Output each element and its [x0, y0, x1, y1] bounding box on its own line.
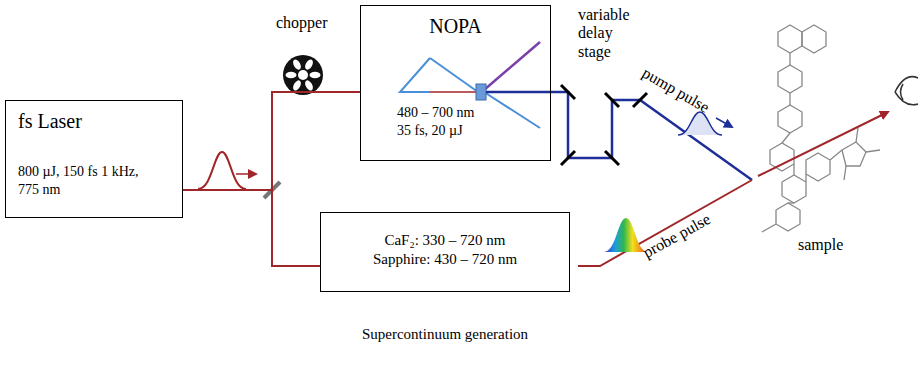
probe-beam [578, 180, 752, 266]
laser-pulse [198, 152, 246, 189]
detector-eye [895, 77, 918, 105]
component-title: fs Laser [18, 109, 82, 134]
nopa-seed-beam [400, 58, 430, 92]
laser-beam [183, 190, 320, 266]
component-label: pump pulse [639, 64, 712, 117]
component-title: CaF₂: 330 – 720 nm Sapphire: 430 – 720 n… [355, 231, 535, 269]
nopa-crystal [476, 84, 486, 100]
component-box: CaF₂: 330 – 720 nm Sapphire: 430 – 720 n… [320, 212, 570, 292]
chopper-wheel [283, 55, 323, 95]
component-box: fs Laser 800 µJ, 150 fs 1 kHz, 775 nm [5, 100, 183, 218]
nopa-seed-beam [430, 58, 478, 92]
pump-beam [486, 92, 752, 180]
component-label: chopper [276, 14, 328, 32]
component-specs: 480 – 700 nm 35 fs, 20 µJ [397, 104, 489, 139]
nopa-idler-beam [484, 42, 540, 90]
component-specs: Supercontinuum generation [321, 325, 569, 344]
component-label: probe pulse [640, 210, 714, 262]
nopa-pump-beam [430, 91, 478, 93]
delay-mirrors [561, 85, 647, 165]
direction-arrow [236, 173, 256, 175]
pump-pulse-shape [678, 112, 722, 135]
direction-arrow [716, 118, 732, 127]
sample-molecule [762, 25, 880, 232]
component-specs: 800 µJ, 150 fs 1 kHz, 775 nm [18, 163, 148, 198]
signal-beam [758, 112, 888, 176]
component-title: NOPA [361, 14, 550, 39]
component-label: sample [798, 236, 843, 254]
component-label: variable delay stage [578, 6, 642, 61]
nopa-idler-beam [484, 92, 540, 128]
laser-beam [183, 92, 360, 190]
component-box: NOPA 480 – 700 nm 35 fs, 20 µJ [360, 5, 551, 161]
